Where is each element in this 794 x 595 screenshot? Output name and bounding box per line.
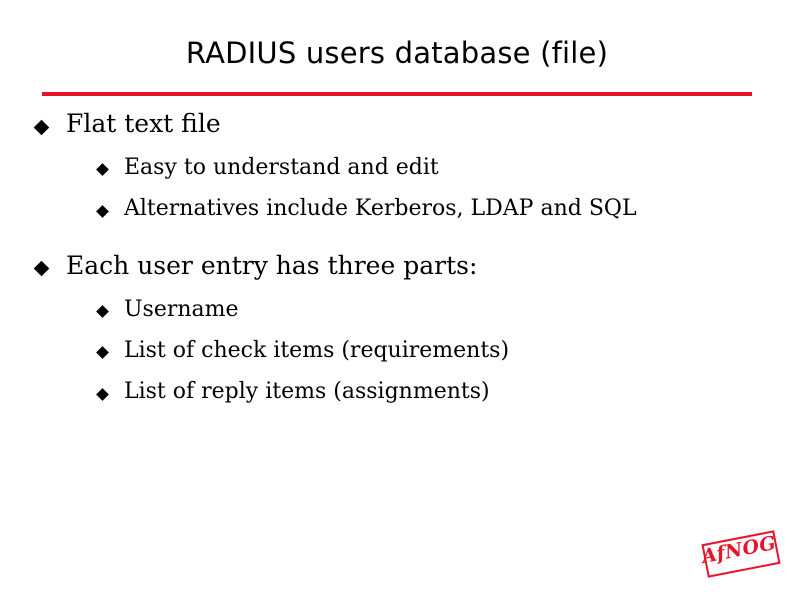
diamond-bullet-icon bbox=[96, 204, 109, 218]
bullet-item-level2: Alternatives include Kerberos, LDAP and … bbox=[96, 193, 794, 224]
afnog-logo: AfNOG bbox=[700, 530, 781, 578]
bullet-item-level1: Flat text file bbox=[33, 106, 794, 142]
page-title: RADIUS users database (file) bbox=[185, 36, 609, 70]
diamond-bullet-icon bbox=[96, 305, 109, 319]
bullet-item-level1: Each user entry has three parts: bbox=[33, 248, 794, 284]
diamond-bullet-icon bbox=[96, 163, 109, 177]
bullet-item-level2: Easy to understand and edit bbox=[96, 152, 794, 183]
diamond-bullet-icon bbox=[96, 346, 109, 360]
slide-body: Flat text file Easy to understand and ed… bbox=[0, 106, 794, 408]
diamond-bullet-icon bbox=[33, 119, 50, 135]
diamond-bullet-icon bbox=[96, 387, 109, 401]
bullet-item-level2: Username bbox=[96, 294, 794, 325]
bullet-text: List of check items (requirements) bbox=[124, 338, 510, 364]
bullet-item-level2: List of check items (requirements) bbox=[96, 335, 794, 366]
bullet-text: List of reply items (assignments) bbox=[124, 379, 490, 405]
bullet-text: Alternatives include Kerberos, LDAP and … bbox=[124, 196, 637, 222]
bullet-text: Flat text file bbox=[66, 109, 221, 138]
title-divider bbox=[42, 92, 752, 96]
spacer bbox=[0, 225, 794, 239]
bullet-text: Easy to understand and edit bbox=[124, 155, 439, 181]
bullet-text: Each user entry has three parts: bbox=[66, 250, 478, 280]
bullet-item-level2: List of reply items (assignments) bbox=[96, 376, 794, 407]
diamond-bullet-icon bbox=[33, 260, 50, 277]
bullet-text: Username bbox=[124, 296, 239, 322]
